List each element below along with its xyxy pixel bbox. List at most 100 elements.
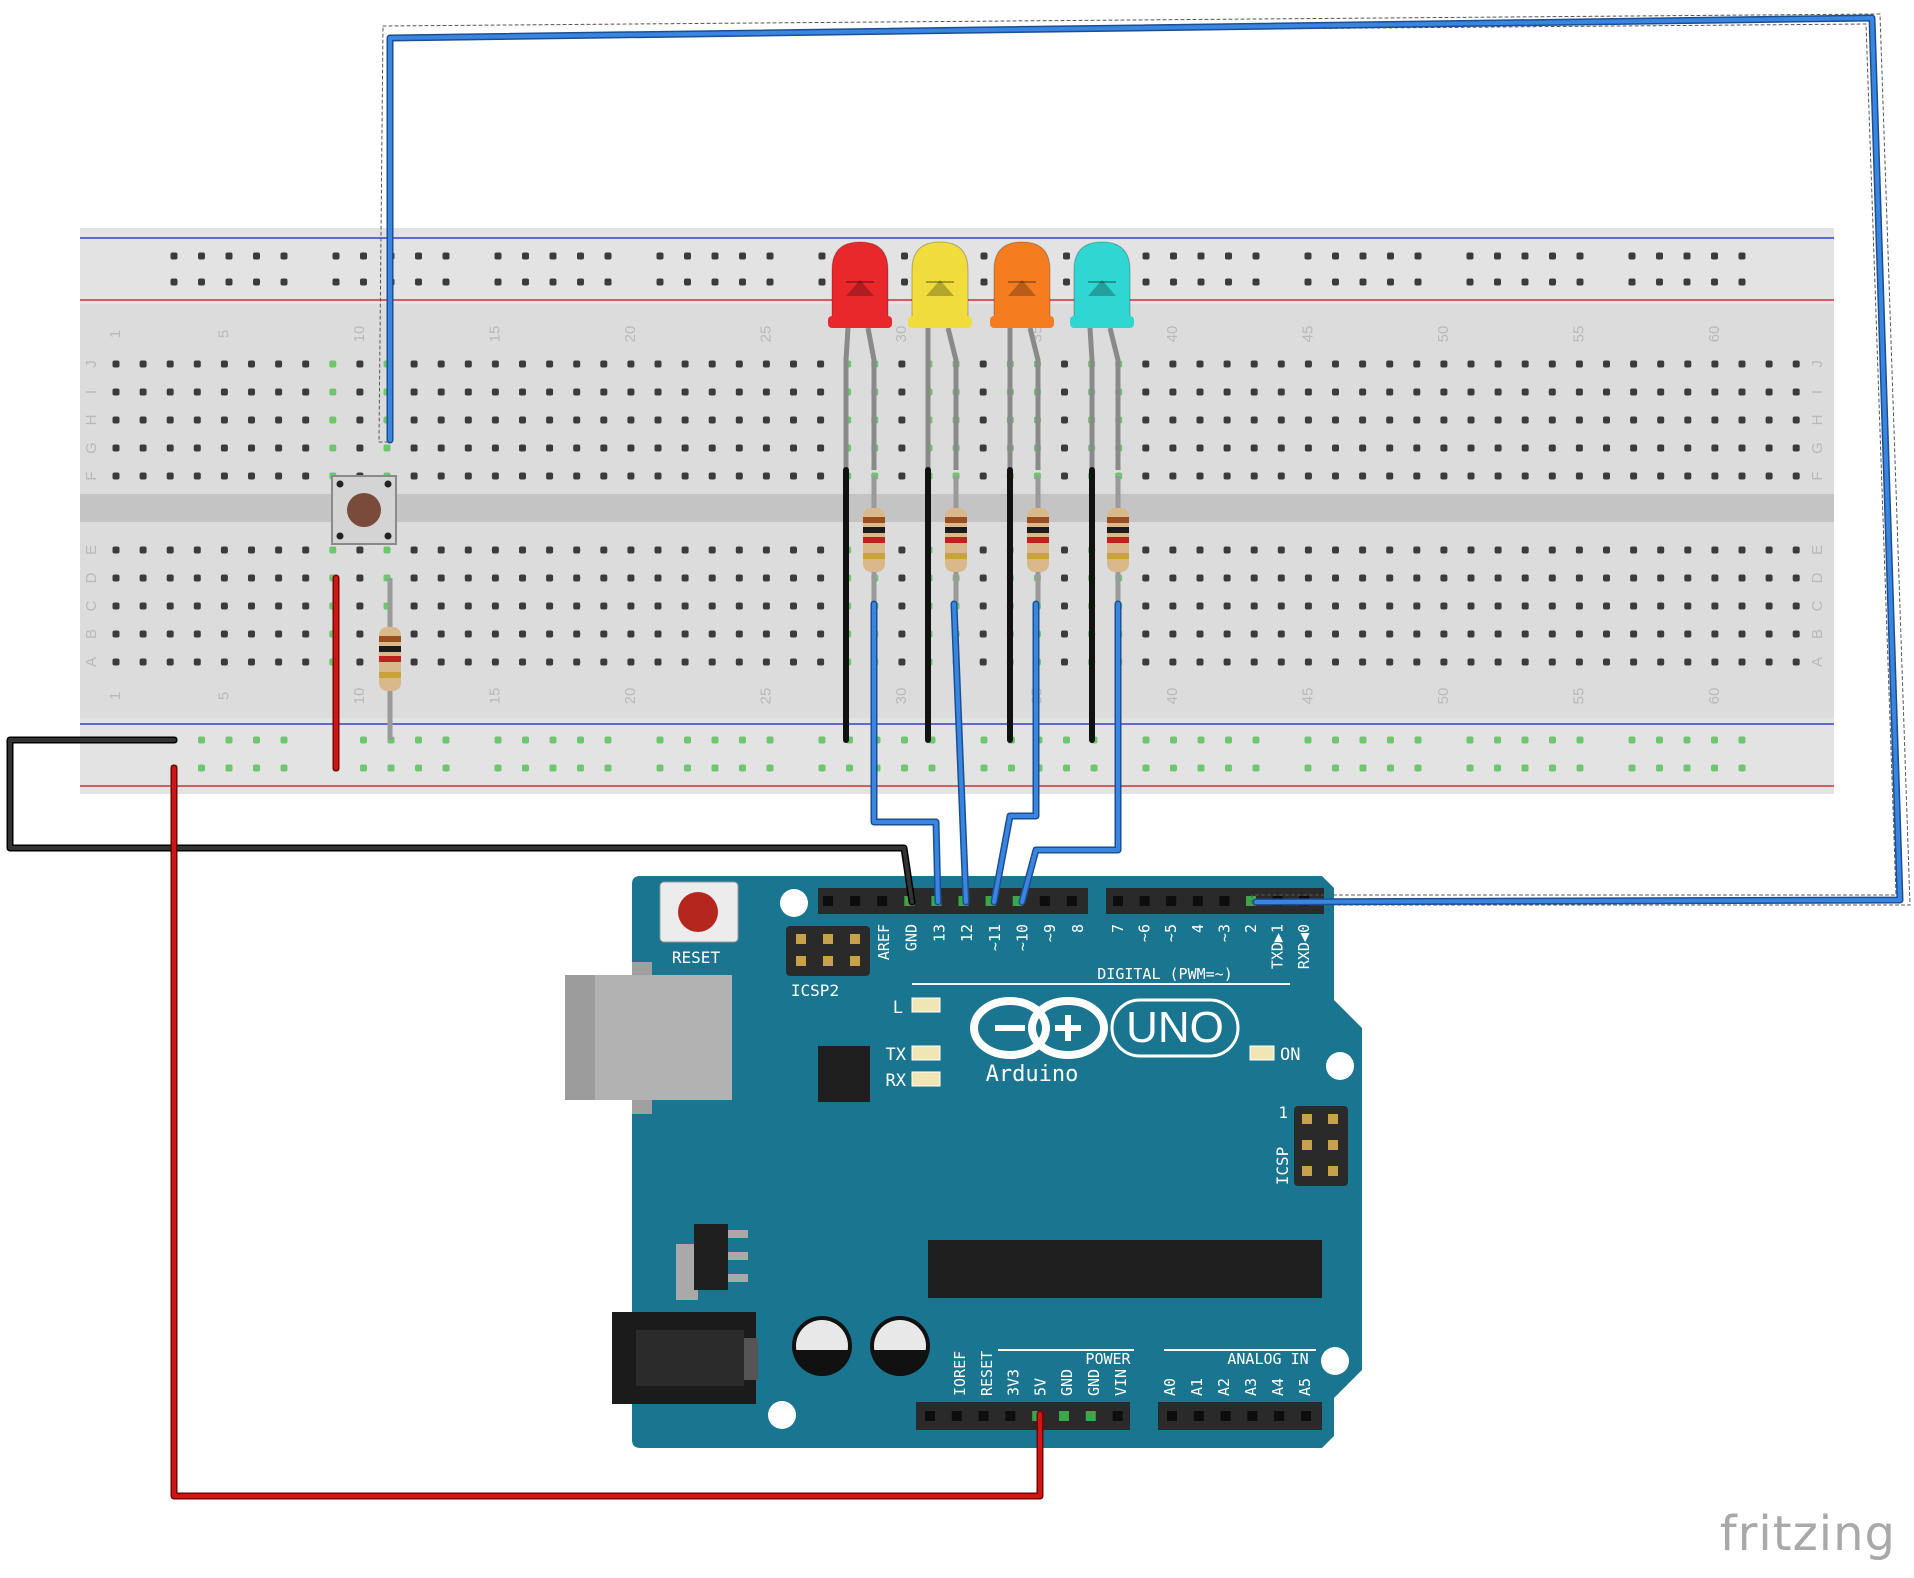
led-red[interactable] xyxy=(828,241,892,470)
breadboard-hole xyxy=(654,444,662,452)
rail-hole xyxy=(225,736,233,744)
wire-red-5v-to-rail[interactable] xyxy=(170,764,1044,1500)
breadboard-hole xyxy=(1603,630,1610,638)
breadboard-hole xyxy=(817,546,825,554)
rail-hole xyxy=(766,764,774,772)
breadboard-hole xyxy=(1223,472,1231,480)
rail-hole xyxy=(1711,764,1718,772)
breadboard-hole xyxy=(1575,472,1583,480)
wire-blue-led1-to-pin13[interactable] xyxy=(870,600,942,906)
breadboard-hole xyxy=(1792,630,1800,638)
breadboard-hole xyxy=(410,416,418,424)
breadboard-hole xyxy=(1684,546,1692,554)
breadboard-hole xyxy=(1521,630,1529,638)
breadboard-hole xyxy=(600,658,608,666)
breadboard-hole xyxy=(708,444,716,452)
breadboard-hole xyxy=(1738,416,1746,424)
breadboard-hole xyxy=(139,630,147,638)
breadboard-hole xyxy=(1359,444,1367,452)
breadboard-hole xyxy=(1196,574,1204,582)
breadboard-hole xyxy=(1521,416,1529,424)
wire-black-led-cathodes[interactable] xyxy=(843,467,1095,743)
breadboard-hole xyxy=(248,658,255,666)
breadboard-hole xyxy=(600,602,608,610)
breadboard-hole xyxy=(1630,388,1638,396)
breadboard-hole xyxy=(1413,444,1421,452)
led-cyan[interactable] xyxy=(1070,241,1134,470)
breadboard-hole xyxy=(248,388,255,396)
led-yellow[interactable] xyxy=(908,241,972,470)
rail-hole xyxy=(1521,736,1529,744)
rail-hole xyxy=(1063,764,1070,772)
breadboard-hole xyxy=(1575,416,1583,424)
breadboard-hole xyxy=(1142,630,1150,638)
wire-blue-switch-to-pin2[interactable] xyxy=(386,14,1904,906)
breadboard-hole xyxy=(519,416,526,424)
breadboard-hole xyxy=(573,472,581,480)
breadboard-hole xyxy=(1142,388,1150,396)
breadboard-hole xyxy=(817,630,825,638)
rail-hole xyxy=(253,252,260,260)
breadboard-hole xyxy=(464,546,472,554)
rail-hole xyxy=(415,252,422,260)
breadboard-hole xyxy=(735,574,743,582)
breadboard-hole xyxy=(1196,472,1204,480)
breadboard-hole xyxy=(275,630,283,638)
breadboard-hole xyxy=(1223,444,1231,452)
breadboard-hole xyxy=(220,630,228,638)
rail-hole xyxy=(1359,764,1367,772)
rail-hole xyxy=(1628,764,1636,772)
rail-hole xyxy=(198,764,205,772)
breadboard-hole xyxy=(1657,602,1665,610)
breadboard-hole xyxy=(1792,658,1800,666)
rail-hole xyxy=(1252,252,1260,260)
row-letter: H xyxy=(1809,415,1826,426)
breadboard-hole xyxy=(220,444,228,452)
breadboard-hole xyxy=(1223,416,1231,424)
rail-hole xyxy=(980,278,988,286)
column-number: 30 xyxy=(893,688,910,705)
wire-blue-led4-to-pin10[interactable] xyxy=(1018,600,1122,906)
breadboard-hole xyxy=(681,388,689,396)
breadboard-hole xyxy=(1630,546,1638,554)
breadboard-hole xyxy=(979,416,987,424)
rail-hole xyxy=(1304,764,1312,772)
breadboard-hole xyxy=(193,388,201,396)
rail-hole xyxy=(170,252,178,260)
breadboard-hole xyxy=(1277,630,1285,638)
rail-hole xyxy=(818,736,826,744)
breadboard-hole xyxy=(356,546,364,554)
wire-blue-led2-to-pin12[interactable] xyxy=(950,600,970,906)
rail-hole xyxy=(1711,736,1718,744)
breadboard-hole xyxy=(1765,444,1773,452)
header-pin xyxy=(877,896,888,906)
mount-hole-icon xyxy=(1326,1052,1354,1080)
breadboard-hole xyxy=(1494,444,1502,452)
breadboard-hole xyxy=(275,472,283,480)
breadboard-hole xyxy=(1250,360,1258,368)
pin-label: 8 xyxy=(1069,924,1087,933)
wire-black-gnd-to-rail[interactable] xyxy=(6,736,916,906)
row-letter: A xyxy=(83,657,100,667)
rail-hole xyxy=(1549,278,1556,286)
pushbutton[interactable] xyxy=(331,475,397,545)
breadboard-hole xyxy=(1061,444,1068,452)
rail-hole xyxy=(818,252,826,260)
rail-hole xyxy=(1252,736,1260,744)
breadboard-hole xyxy=(1304,546,1312,554)
breadboard-hole xyxy=(1738,602,1746,610)
led-on-indicator xyxy=(1249,1045,1275,1061)
reset-button[interactable] xyxy=(659,881,739,943)
breadboard-hole xyxy=(1332,546,1339,554)
breadboard-hole xyxy=(519,658,526,666)
breadboard-hole xyxy=(654,546,662,554)
breadboard-hole xyxy=(1440,360,1448,368)
breadboard-hole xyxy=(681,602,689,610)
breadboard-hole xyxy=(790,574,797,582)
breadboard-hole xyxy=(1738,630,1746,638)
wire-blue-led3-to-pin11[interactable] xyxy=(990,600,1040,906)
led-orange[interactable] xyxy=(990,241,1054,470)
rail-hole xyxy=(442,764,450,772)
breadboard-hole xyxy=(166,416,174,424)
rail-hole xyxy=(415,736,422,744)
